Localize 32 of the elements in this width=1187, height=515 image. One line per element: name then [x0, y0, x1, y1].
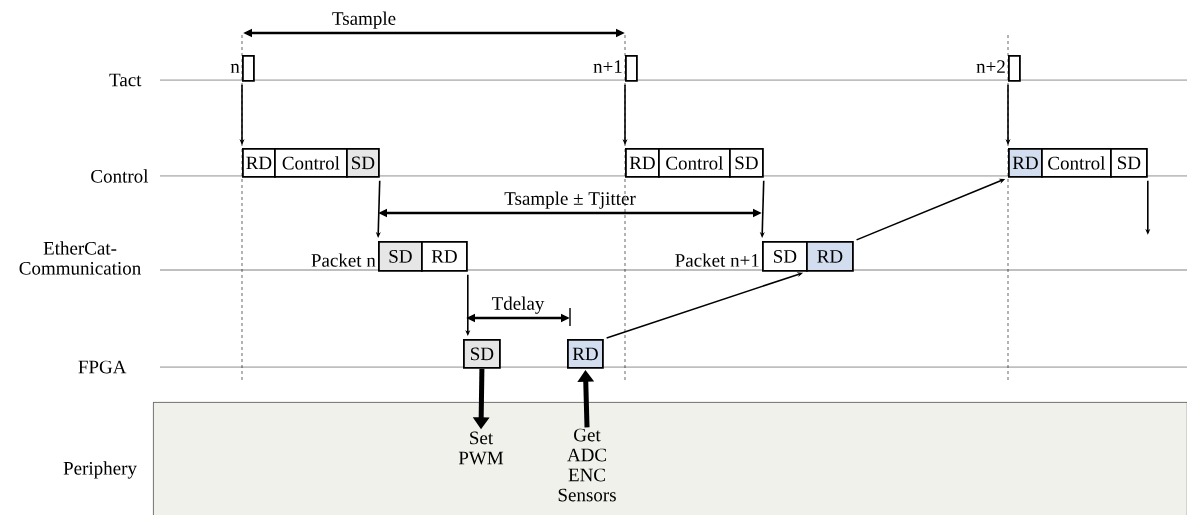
time-slot-box: RD	[242, 148, 276, 178]
tact-marker	[1008, 55, 1021, 82]
time-slot-box: SD	[762, 241, 808, 272]
dimension-label: Tsample	[332, 11, 396, 29]
time-slot-box: RD	[1008, 148, 1043, 178]
time-slot-box: SD	[729, 148, 764, 178]
row-label: FPGA	[78, 360, 127, 374]
time-slot-box: SD	[378, 241, 423, 272]
tick-label: n+1	[593, 60, 622, 73]
packet-label: Packet n+1	[675, 253, 759, 267]
time-slot-box: RD	[806, 241, 854, 272]
tact-marker	[242, 55, 255, 82]
time-slot-box: SD	[346, 148, 380, 178]
periphery-action-text: Set PWM	[458, 431, 504, 465]
row-label: Control	[91, 169, 149, 183]
time-slot-box: RD	[421, 241, 468, 272]
time-slot-box: Control	[1041, 148, 1112, 178]
periphery-action-text: Get ADC ENC Sensors	[558, 428, 616, 502]
time-slot-box: SD	[463, 339, 501, 369]
row-label: Tact	[109, 73, 142, 87]
tick-label: n+2	[976, 60, 1005, 73]
time-slot-box: RD	[567, 339, 604, 369]
arrow	[465, 274, 471, 336]
dimension-label: Tdelay	[491, 296, 545, 314]
row-label: EtherCat-Communication	[19, 241, 141, 275]
tick-label: n	[230, 63, 240, 73]
time-slot-box: SD	[1110, 148, 1148, 178]
node-label: Periphery	[63, 461, 137, 479]
dimension-label: Tsample ± Tjitter	[504, 191, 636, 209]
tact-marker	[625, 55, 638, 82]
time-slot-box: RD	[625, 148, 660, 178]
packet-label: Packet n	[311, 253, 376, 267]
